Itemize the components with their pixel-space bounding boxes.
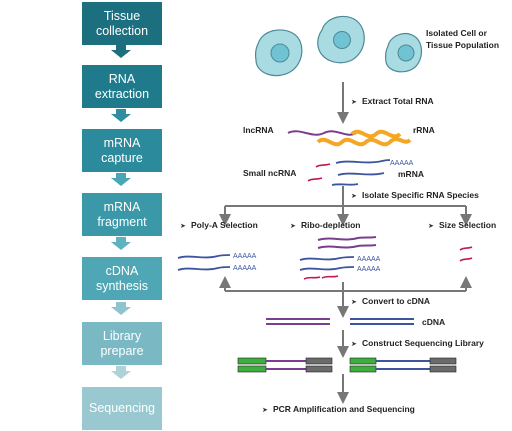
lncrna-strand xyxy=(317,244,377,249)
mrna-label: mRNA xyxy=(398,169,424,179)
down-arrow-icon xyxy=(111,45,131,58)
mrna-strand xyxy=(331,183,359,186)
step-mrna-fragment-line2: fragment xyxy=(97,214,147,229)
lncrna-strand xyxy=(317,236,377,241)
arrow-bullet-icon: ➤ xyxy=(351,99,357,106)
polya-tail-label: AAAAA xyxy=(233,265,257,272)
small-ncrna-strand xyxy=(307,177,323,182)
small-ncrna-strand xyxy=(459,257,473,262)
down-arrow-icon xyxy=(111,366,131,379)
arrow-bullet-icon: ➤ xyxy=(428,223,434,230)
down-arrow-icon xyxy=(111,237,131,250)
library-construct-left xyxy=(237,357,333,373)
method-polya-label: Poly-A Selection xyxy=(191,220,258,230)
step-library-prepare-line2: prepare xyxy=(100,343,144,358)
cell-label-line2: Tissue Population xyxy=(426,40,499,50)
nucleus-icon xyxy=(333,31,351,49)
workflow-arrows xyxy=(111,45,131,379)
adapter-left xyxy=(349,365,377,373)
adapter-left xyxy=(349,357,377,365)
step-rna-extraction-line2: extraction xyxy=(94,86,150,101)
step-sequencing: Sequencing xyxy=(82,387,162,430)
step-rna-extraction-line1: RNA xyxy=(108,71,136,86)
step-tissue-collection-line1: Tissue xyxy=(103,8,141,23)
nucleus-icon xyxy=(270,43,290,63)
method-size-label: Size Selection xyxy=(439,220,496,230)
adapter-right xyxy=(429,365,457,373)
arrow-bullet-icon: ➤ xyxy=(351,299,357,306)
mrna-strand xyxy=(299,256,355,261)
step-pcr-label: PCR Amplification and Sequencing xyxy=(273,404,415,414)
library-construct-right xyxy=(349,357,457,373)
rrna-label: rRNA xyxy=(413,125,435,135)
mrna-strand xyxy=(177,266,231,271)
method-ribo-label: Ribo-depletion xyxy=(301,220,361,230)
step-library-prepare-line1: Library xyxy=(102,328,142,343)
step-cdna-synthesis-line1: cDNA xyxy=(105,263,139,278)
mrna-strand xyxy=(335,159,391,164)
adapter-right xyxy=(429,357,457,365)
small-ncrna-strand xyxy=(303,276,321,280)
rrna-strand xyxy=(350,129,402,139)
arrow-bullet-icon: ➤ xyxy=(351,193,357,200)
cell-label-line1: Isolated Cell or xyxy=(426,28,488,38)
adapter-left xyxy=(237,357,267,365)
arrow-bullet-icon: ➤ xyxy=(290,223,296,230)
polya-tail-label: AAAAA xyxy=(357,266,381,273)
adapter-right xyxy=(305,357,333,365)
small-ncrna-strand xyxy=(321,275,339,279)
polya-tail-label: AAAAA xyxy=(390,160,414,167)
step-mrna-capture-line1: mRNA xyxy=(103,135,141,150)
adapter-right xyxy=(305,365,333,373)
rrna-strand xyxy=(316,137,412,147)
nucleus-icon xyxy=(397,44,415,62)
small-ncrna-strand xyxy=(315,163,331,168)
step-extract-label: Extract Total RNA xyxy=(362,96,434,106)
lncrna-label: lncRNA xyxy=(243,125,274,135)
arrow-bullet-icon: ➤ xyxy=(351,341,357,348)
lncrna-strand xyxy=(287,130,357,136)
down-arrow-icon xyxy=(111,302,131,315)
step-isolate-label: Isolate Specific RNA Species xyxy=(362,190,479,200)
mrna-strand xyxy=(177,254,231,259)
cell-population xyxy=(255,15,423,77)
small-ncrna-label: Small ncRNA xyxy=(243,168,296,178)
arrow-bullet-icon: ➤ xyxy=(262,407,268,414)
step-mrna-capture-line2: capture xyxy=(101,150,143,165)
step-library-label: Construct Sequencing Library xyxy=(362,338,484,348)
adapter-left xyxy=(237,365,267,373)
cdna-label: cDNA xyxy=(422,317,445,327)
polya-tail-label: AAAAA xyxy=(233,253,257,260)
step-cdna-synthesis-line2: synthesis xyxy=(95,278,149,293)
step-convert-label: Convert to cDNA xyxy=(362,296,430,306)
small-ncrna-strand xyxy=(459,246,473,251)
step-tissue-collection-line2: collection xyxy=(95,23,149,38)
down-arrow-icon xyxy=(111,173,131,186)
arrow-bullet-icon: ➤ xyxy=(180,223,186,230)
mrna-strand xyxy=(299,266,355,271)
down-arrow-icon xyxy=(111,109,131,122)
step-mrna-fragment-line1: mRNA xyxy=(103,199,141,214)
polya-tail-label: AAAAA xyxy=(357,256,381,263)
mrna-strand xyxy=(337,172,385,176)
step-sequencing-line1: Sequencing xyxy=(88,401,156,415)
